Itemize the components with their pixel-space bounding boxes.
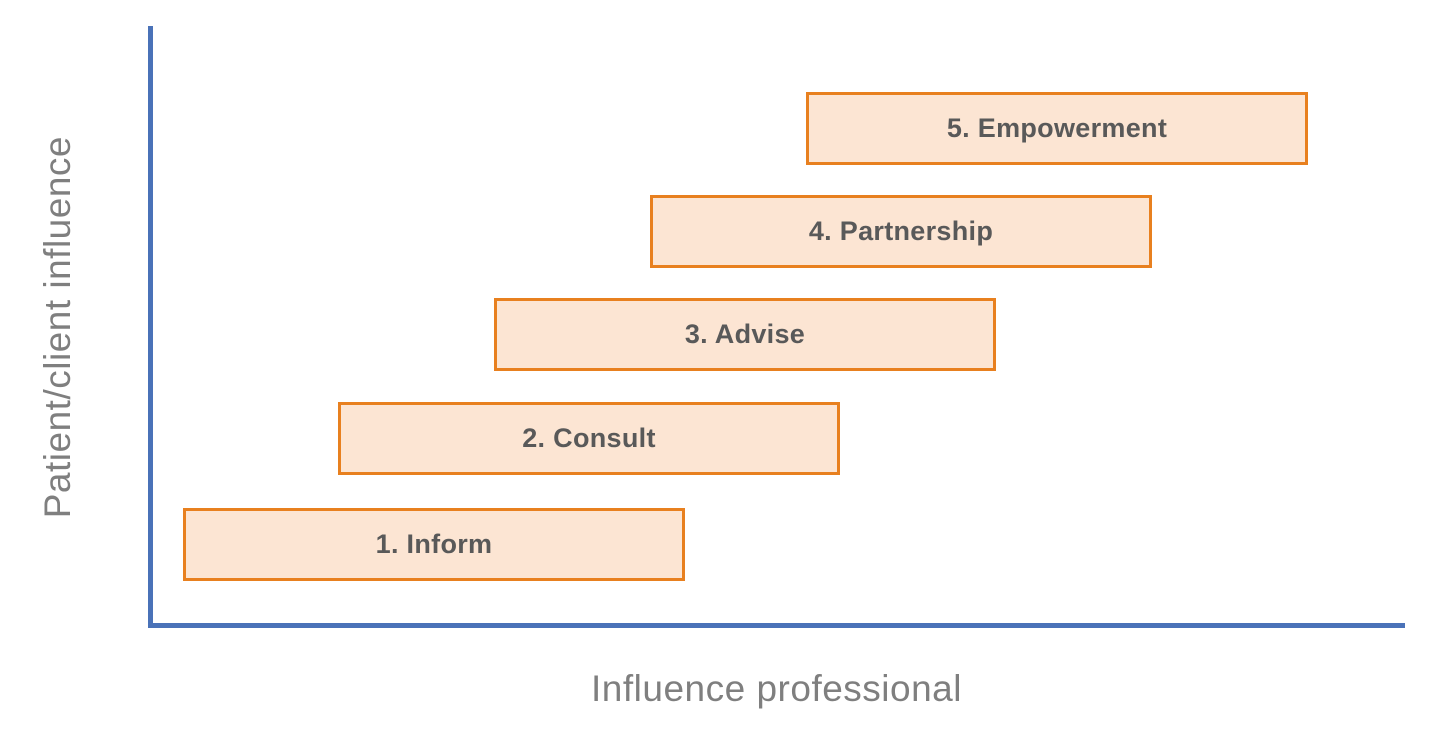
step-box-inform: 1. Inform [183,508,685,581]
step-box-advise: 3. Advise [494,298,996,371]
step-box-inform-label: 1. Inform [375,529,493,559]
y-axis-label-container: Patient/client influence [10,26,106,628]
step-box-consult-label: 2. Consult [522,423,656,453]
step-box-empowerment-label: 5. Empowerment [946,113,1168,143]
y-axis-label: Patient/client influence [37,135,78,519]
step-box-advise-label: 3. Advise [684,319,806,349]
y-axis-line [148,26,153,628]
step-box-partnership: 4. Partnership [650,195,1152,268]
step-box-partnership-label: 4. Partnership [808,216,994,246]
step-box-empowerment: 5. Empowerment [806,92,1308,165]
step-box-consult: 2. Consult [338,402,840,475]
x-axis-label: Influence professional [591,668,962,709]
x-axis-line [148,623,1405,628]
